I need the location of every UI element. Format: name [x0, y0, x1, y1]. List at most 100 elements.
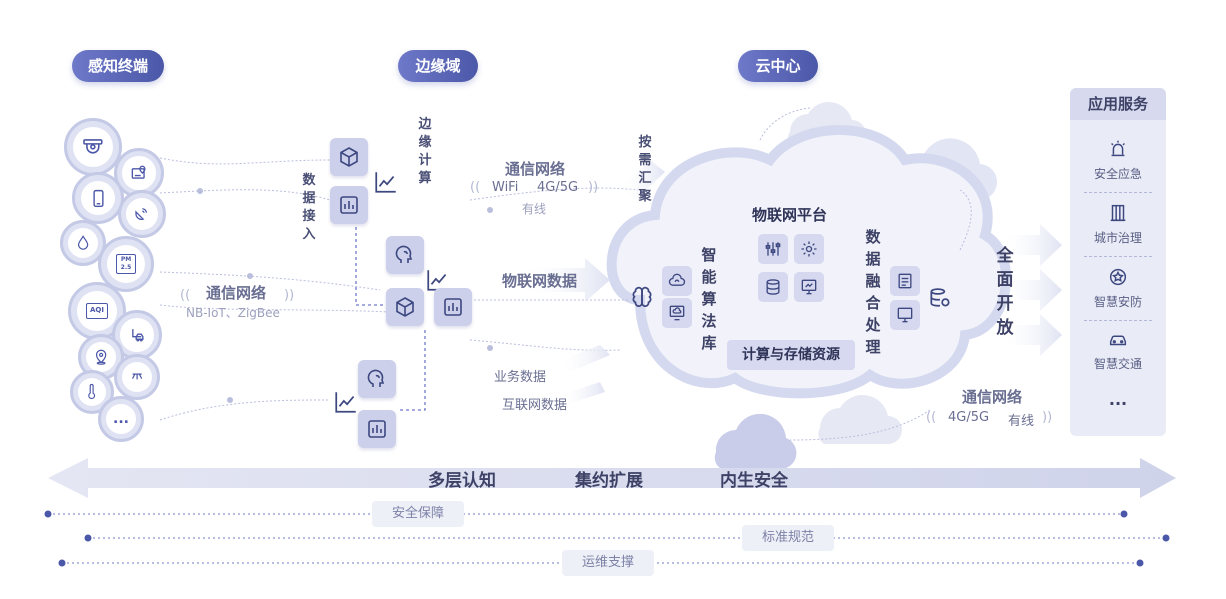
network-left-title: 通信网络	[206, 284, 267, 302]
service-smart-traffic[interactable]: 智慧交通	[1070, 328, 1166, 372]
network-left-brackets: ((	[180, 288, 191, 303]
sensor-phone	[72, 172, 124, 224]
header-edge: 边缘域	[398, 50, 478, 82]
algo-tile-cloud	[662, 266, 692, 296]
gear-icon	[801, 241, 817, 257]
phone-icon	[92, 189, 104, 207]
foundation-operations: 运维支撑	[562, 550, 655, 576]
principles-arrow	[48, 458, 1176, 498]
service-divider	[1084, 256, 1152, 257]
service-smart-security[interactable]: 智慧安防	[1070, 266, 1166, 310]
head-ai-icon	[367, 369, 385, 387]
network-top-wifi: WiFi	[492, 180, 519, 195]
platform-tile-sliders	[758, 234, 788, 264]
sensor-thermometer	[70, 370, 114, 414]
label-algo-lib: 智能算法库	[701, 246, 717, 352]
edge-brain-tile-3	[358, 360, 396, 398]
principle-endogenous-security: 内生安全	[720, 471, 788, 491]
screen-location-icon	[131, 165, 146, 179]
location-pin-icon	[95, 349, 107, 365]
network-left-brackets-r: ))	[284, 288, 295, 303]
alarm-icon	[1111, 140, 1125, 157]
bar-chart-icon	[368, 420, 386, 438]
street-light-icon	[131, 373, 143, 380]
service-more-text: ...	[1108, 390, 1128, 409]
edge-bar-tile-2	[434, 288, 472, 326]
service-city-governance[interactable]: 城市治理	[1070, 202, 1166, 246]
label-edge-compute: 边缘计算	[418, 117, 432, 186]
edge-cube-tile-2	[386, 288, 424, 326]
foundation-security-guarantee: 安全保障	[372, 501, 465, 527]
label-on-demand: 按需汇聚	[638, 135, 652, 204]
services-panel: 应用服务 安全应急 城市治理 智慧安防 智慧交通 ...	[1070, 88, 1166, 436]
network-right-title: 通信网络	[962, 388, 1023, 406]
cube-icon	[340, 147, 358, 167]
iot-platform-title: 物联网平台	[752, 206, 828, 224]
network-top-brackets-r: ))	[588, 180, 599, 195]
sensor-more: ...	[98, 396, 144, 442]
edge-brain-tile	[386, 236, 424, 274]
aqi-icon: AQI	[85, 302, 108, 319]
database-gear-icon	[930, 288, 950, 307]
network-top-brackets: ((	[470, 180, 481, 195]
sensor-camera	[64, 118, 122, 176]
service-more: ...	[1070, 390, 1166, 409]
list-icon	[898, 273, 912, 289]
cube-icon	[396, 297, 414, 317]
network-right-wired: 有线	[1008, 414, 1035, 429]
line-chart-icon	[335, 392, 356, 413]
vehicle-sensor-icon	[132, 329, 144, 342]
edge-bar-tile-3	[358, 410, 396, 448]
pm25-icon: PM 2.5	[116, 254, 136, 274]
sensor-light	[114, 354, 160, 400]
label-fusion: 数据融合处理	[865, 228, 881, 356]
database-icon	[766, 279, 780, 295]
network-right-45g: 4G/5G	[948, 410, 990, 425]
label-iot-data: 物联网数据	[502, 272, 578, 290]
service-divider	[1084, 192, 1152, 193]
service-label: 城市治理	[1093, 231, 1142, 245]
principle-intensive-expansion: 集约扩展	[575, 471, 643, 491]
network-top-title: 通信网络	[505, 160, 566, 178]
service-divider	[1084, 320, 1152, 321]
fusion-db-gear-wrap	[924, 282, 956, 314]
sensor-satellite	[118, 190, 166, 238]
sensor-pm25: PM 2.5	[98, 236, 154, 292]
more-sensors-text: ...	[113, 410, 129, 427]
sliders-icon	[765, 242, 781, 256]
platform-tile-database	[758, 272, 788, 302]
network-right-brackets-r: ))	[1042, 410, 1053, 425]
head-ai-icon	[395, 245, 413, 263]
line-chart-icon	[375, 172, 396, 193]
desktop-icon	[897, 307, 913, 323]
header-perception: 感知终端	[72, 50, 164, 82]
principle-multi-layer: 多层认知	[428, 471, 496, 491]
satellite-dish-icon	[135, 208, 148, 221]
label-data-access: 数据接入	[302, 173, 316, 242]
car-icon	[1109, 335, 1127, 346]
bar-chart-icon	[340, 196, 358, 214]
edge-line-chart-1	[370, 166, 402, 198]
algo-tile-screen	[662, 298, 692, 328]
thermometer-icon	[88, 384, 96, 400]
cloud-refresh-icon	[668, 273, 686, 286]
platform-tile-monitor	[794, 272, 824, 302]
camera-icon	[83, 139, 103, 154]
service-safety-emergency[interactable]: 安全应急	[1070, 138, 1166, 182]
shield-star-icon	[1109, 268, 1127, 286]
building-icon	[1110, 204, 1126, 222]
edge-bar-tile-1	[330, 186, 368, 224]
foundation-standards: 标准规范	[742, 525, 835, 551]
service-label: 智慧交通	[1093, 357, 1142, 371]
header-cloud: 云中心	[738, 50, 818, 82]
brain-icon	[632, 286, 652, 308]
label-internet-data: 互联网数据	[502, 398, 568, 413]
services-title: 应用服务	[1070, 88, 1166, 120]
label-full-open: 全面开放	[996, 246, 1014, 338]
network-right-brackets: ((	[926, 410, 937, 425]
platform-tile-gear	[794, 234, 824, 264]
screen-cloud-icon	[669, 305, 685, 321]
monitor-icon	[801, 279, 817, 295]
water-drop-icon	[77, 234, 89, 250]
service-label: 安全应急	[1093, 167, 1142, 181]
